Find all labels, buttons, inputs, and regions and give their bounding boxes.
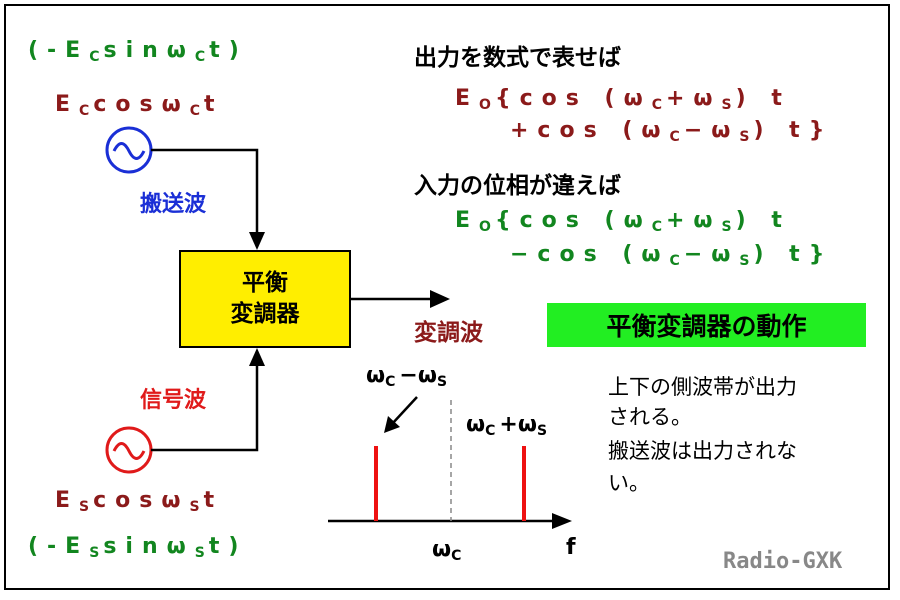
heading-phase-difference: 入力の位相が違えば — [414, 173, 621, 199]
carrier-label: 搬送波 — [140, 192, 207, 217]
carrier-arrowhead — [249, 232, 265, 250]
output-arrowhead — [430, 290, 450, 308]
signal-label: 信号波 — [140, 388, 207, 413]
watermark: Radio-GXK — [723, 549, 843, 574]
lower-sideband-pointer-head — [384, 416, 400, 433]
note-line1: 上下の側波帯が出力 — [608, 375, 797, 399]
title-label-text: 平衡変調器の動作 — [606, 312, 807, 341]
carrier-frequency-label: ωC — [432, 537, 466, 564]
upper-sideband-label: ωC+ωS — [466, 412, 552, 439]
signal-alt-formula: (-ESsinωSt) — [28, 534, 248, 561]
equation1-line1: EO{cos (ωC+ωS) t — [455, 86, 791, 113]
carrier-source-icon — [105, 126, 153, 174]
modulated-wave-label: 変調波 — [414, 320, 483, 346]
equation2-line2: −cos (ωC−ωS) t} — [510, 242, 834, 269]
modulator-label-line1: 平衡 — [242, 270, 288, 296]
note-line2: される。 — [608, 405, 692, 429]
note-line4: い。 — [608, 471, 650, 495]
frequency-axis-arrowhead — [552, 513, 572, 529]
balanced-modulator-block: 平衡 変調器 — [179, 250, 351, 348]
equation1-line2: +cos (ωC−ωS) t} — [510, 118, 834, 145]
equation2-line1: EO{cos (ωC+ωS) t — [455, 208, 791, 235]
heading-output-formula: 出力を数式で表せば — [414, 45, 621, 71]
note-line3: 搬送波は出力されな — [608, 439, 797, 463]
carrier-wire — [151, 148, 259, 240]
title-label-box: 平衡変調器の動作 — [547, 303, 866, 347]
lower-sideband-pointer — [391, 396, 418, 425]
modulator-label-line2: 変調器 — [230, 301, 300, 327]
carrier-alt-formula: (-ECsinωCt) — [28, 38, 248, 65]
diagram-frame — [4, 4, 890, 590]
frequency-axis-label: f — [566, 535, 576, 560]
carrier-formula: ECcosωCt — [55, 92, 224, 119]
signal-formula: EScosωSt — [55, 488, 224, 515]
signal-arrowhead — [249, 348, 265, 366]
signal-wire — [151, 358, 259, 452]
lower-sideband-label: ωC−ωS — [366, 363, 452, 390]
signal-source-icon — [105, 426, 153, 474]
